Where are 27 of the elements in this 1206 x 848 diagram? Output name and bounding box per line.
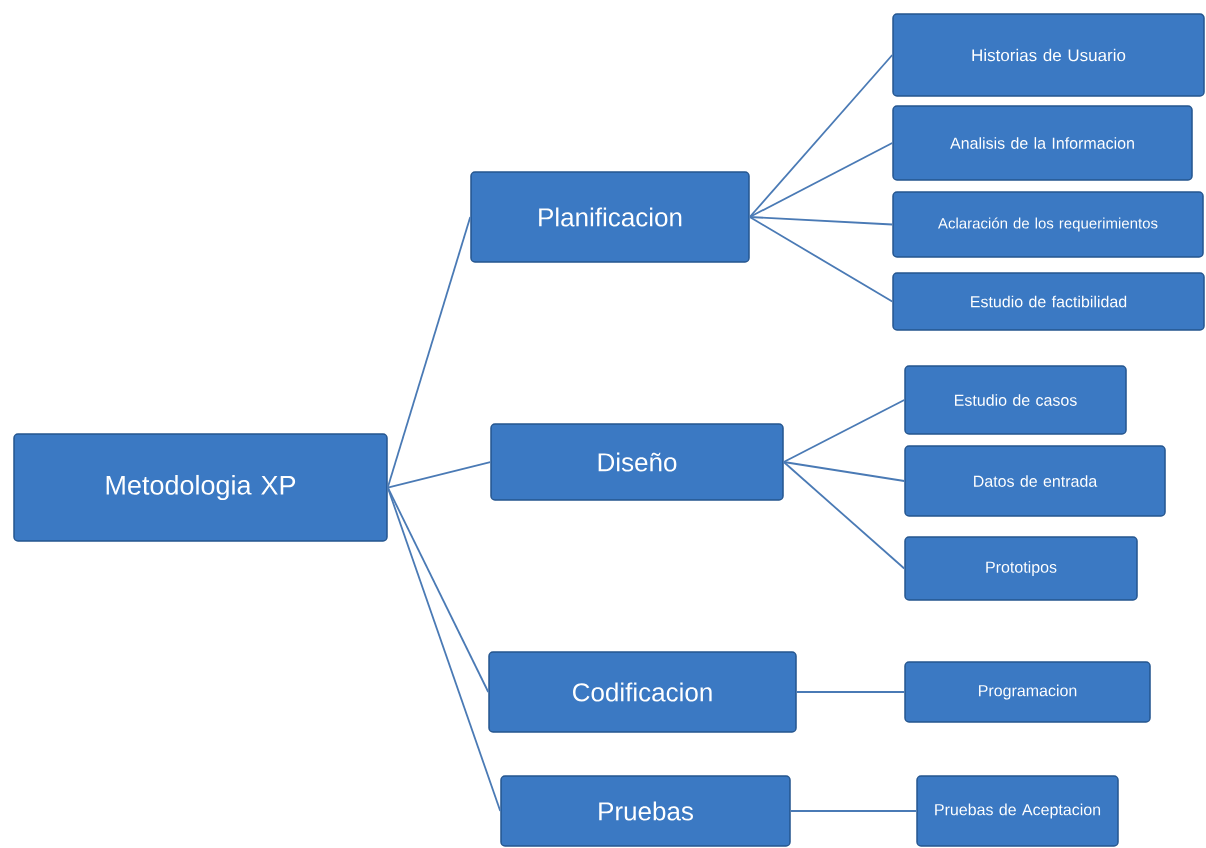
connector-line [795,691,906,693]
connector-line [386,486,490,693]
process-box: Codificacion [488,651,797,733]
process-box: Metodologia XP [13,433,388,542]
connector-line [782,399,906,463]
connector-line [748,216,894,303]
process-box: Planificacion [470,171,750,263]
connector-line [386,486,502,812]
connector-line [386,216,472,489]
process-box: Estudio de factibilidad [892,272,1205,331]
connector-line [782,461,906,570]
process-box: Pruebas [500,775,791,847]
process-box: Estudio de casos [904,365,1127,435]
process-box: Diseño [490,423,784,501]
process-box: Analisis de la Informacion [892,105,1193,181]
process-box: Prototipos [904,536,1138,601]
process-box: Pruebas de Aceptacion [916,775,1119,847]
connector-line [748,54,894,218]
connector-line [386,461,492,489]
process-box: Historias de Usuario [892,13,1205,97]
process-box: Aclaración de los requerimientos [892,191,1204,258]
connector-line [789,810,918,812]
connector-line [748,142,894,218]
connector-line [782,461,906,482]
process-box: Datos de entrada [904,445,1166,517]
process-box: Programacion [904,661,1151,723]
connector-line [748,216,894,226]
